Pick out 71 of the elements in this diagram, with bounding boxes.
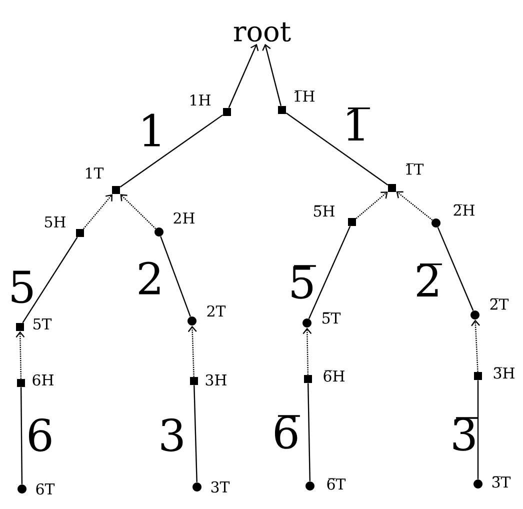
point-marker xyxy=(223,108,231,116)
point-label: 6T xyxy=(36,483,55,495)
segment-line xyxy=(477,380,479,480)
point-marker xyxy=(17,379,25,387)
arrow xyxy=(396,191,433,221)
point-label: 5̅H xyxy=(314,205,334,217)
arrow xyxy=(228,44,259,108)
arrow xyxy=(262,44,282,106)
edge-label: 2̅ xyxy=(417,263,442,297)
edge-label: 2 xyxy=(139,262,160,294)
point-label: 2̅T xyxy=(490,298,509,310)
arrow xyxy=(356,192,388,219)
segment-line xyxy=(286,112,388,186)
point-label: 6̅H xyxy=(324,370,344,382)
arrow xyxy=(188,326,197,377)
point-marker xyxy=(16,323,24,331)
edge-label: 5 xyxy=(12,270,33,304)
point-marker xyxy=(18,484,26,494)
point-marker xyxy=(188,316,196,326)
point-label: 5H xyxy=(45,216,66,228)
point-marker xyxy=(190,377,198,385)
point-marker xyxy=(388,184,396,192)
point-label: 3H xyxy=(206,374,226,386)
point-marker xyxy=(278,106,286,114)
segment-line xyxy=(194,385,198,482)
arrow xyxy=(120,194,156,230)
segment-line xyxy=(308,226,351,319)
segment-line xyxy=(160,236,191,317)
point-label: 3̅T xyxy=(492,476,511,488)
arrow xyxy=(302,328,312,375)
point-label: 2H xyxy=(174,212,194,224)
point-label: 1T xyxy=(86,167,104,179)
point-label: 3T xyxy=(211,481,230,493)
point-marker xyxy=(304,375,312,383)
point-label: 6H xyxy=(32,374,54,386)
arrow xyxy=(471,320,480,372)
edge-label: 5̅ xyxy=(292,265,316,299)
segment-line xyxy=(307,383,311,482)
point-marker xyxy=(154,228,164,236)
segment-line xyxy=(120,114,224,188)
edge-label: 1 xyxy=(143,114,160,146)
edge-label: 3 xyxy=(161,418,183,452)
point-label: 1̅T xyxy=(406,163,424,175)
arrow xyxy=(16,331,25,379)
point-marker xyxy=(112,186,120,194)
point-marker xyxy=(470,310,480,320)
point-label: 6̅T xyxy=(327,478,346,490)
point-marker xyxy=(306,482,314,490)
point-label: 3̅H xyxy=(494,367,514,379)
point-marker xyxy=(192,482,202,492)
edge-label: 3̅ xyxy=(453,417,478,451)
edge-label: 1̅ xyxy=(347,107,370,141)
point-marker xyxy=(474,372,482,380)
point-label: 1H xyxy=(190,94,210,106)
point-marker xyxy=(432,218,440,228)
point-label: 2̅H xyxy=(454,204,474,216)
edge-label: 6 xyxy=(29,418,52,452)
point-marker xyxy=(474,480,482,488)
segment-line xyxy=(22,236,78,324)
root-label: root xyxy=(234,22,291,42)
segment-line xyxy=(437,227,474,311)
point-label: 5T xyxy=(34,318,52,330)
point-label: 2T xyxy=(207,305,226,317)
edge-label: 6̅ xyxy=(275,415,300,449)
segment-line xyxy=(20,387,23,484)
point-label: 1̅H xyxy=(294,90,314,102)
point-label: 5̅T xyxy=(322,312,341,324)
point-marker xyxy=(348,218,356,226)
point-marker xyxy=(302,318,312,328)
arrow xyxy=(83,194,112,230)
point-marker xyxy=(76,229,84,237)
